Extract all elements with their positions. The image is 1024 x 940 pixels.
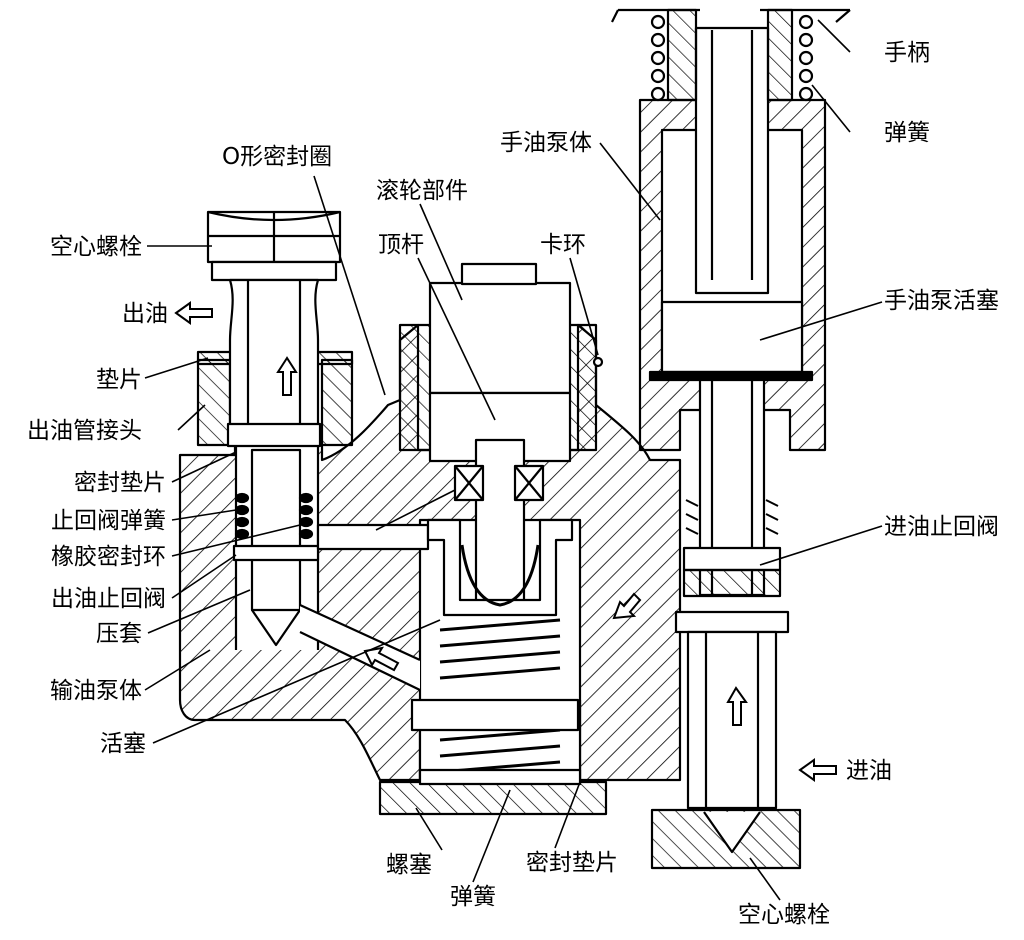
bolt-shank xyxy=(228,278,320,432)
circlip xyxy=(592,356,604,368)
label-seal-gasket-left: 密封垫片 xyxy=(74,470,166,496)
flow-arrows xyxy=(174,301,837,782)
label-o-ring: O形密封圈 xyxy=(222,144,333,170)
inlet-check-valve xyxy=(682,546,782,572)
label-inlet-check-valve: 进油止回阀 xyxy=(884,514,999,540)
hollow-arrow-icon xyxy=(726,686,748,726)
hollow-arrow-icon xyxy=(798,758,837,782)
screw-plug xyxy=(378,780,608,816)
hollow-arrow-icon xyxy=(363,646,400,672)
connecting-passage xyxy=(316,523,430,551)
label-outlet-joint: 出油管接头 xyxy=(27,418,142,444)
label-push-rod: 顶杆 xyxy=(378,232,424,258)
label-check-spring: 止回阀弹簧 xyxy=(51,508,166,534)
inlet-check-valve-spring xyxy=(685,499,779,535)
handle-spring xyxy=(650,14,814,102)
label-hand-pump-piston: 手油泵活塞 xyxy=(884,288,999,314)
label-spring-top: 弹簧 xyxy=(884,120,930,146)
leader-lines xyxy=(144,19,883,901)
label-spring-bottom: 弹簧 xyxy=(450,884,496,910)
handle-rod xyxy=(694,26,770,295)
label-pump-body: 输油泵体 xyxy=(50,678,142,704)
hollow-arrow-icon xyxy=(612,592,642,620)
label-piston: 活塞 xyxy=(100,731,146,757)
spring-seat xyxy=(410,698,580,732)
inlet-joint xyxy=(674,610,790,634)
handle-arms xyxy=(611,9,851,23)
label-hand-pump-body: 手油泵体 xyxy=(500,130,592,156)
rubber-seal-ring xyxy=(232,544,320,562)
label-rubber-ring: 橡胶密封环 xyxy=(51,544,166,570)
hand-pump-piston xyxy=(660,300,804,374)
label-circlip: 卡环 xyxy=(540,232,586,258)
push-rod xyxy=(474,438,526,607)
label-handle: 手柄 xyxy=(884,40,930,66)
label-oil-in: 进油 xyxy=(846,758,892,784)
label-hollow-bolt-top: 空心螺栓 xyxy=(50,234,142,260)
piston xyxy=(426,518,574,617)
label-hollow-bolt-bottom: 空心螺栓 xyxy=(738,902,830,928)
label-screw-plug: 螺塞 xyxy=(386,852,432,878)
roller-bearing xyxy=(453,464,545,502)
label-gasket: 垫片 xyxy=(96,367,142,393)
label-roller-assembly: 滚轮部件 xyxy=(376,178,468,204)
label-outlet-check-valve: 出油止回阀 xyxy=(51,586,166,612)
label-press-sleeve: 压套 xyxy=(96,621,142,647)
label-seal-gasket-bottom: 密封垫片 xyxy=(526,850,618,876)
hollow-arrow-icon xyxy=(174,301,213,325)
hollow-arrow-icon xyxy=(276,356,298,396)
label-oil-out: 出油 xyxy=(122,301,168,327)
roller xyxy=(428,281,572,395)
